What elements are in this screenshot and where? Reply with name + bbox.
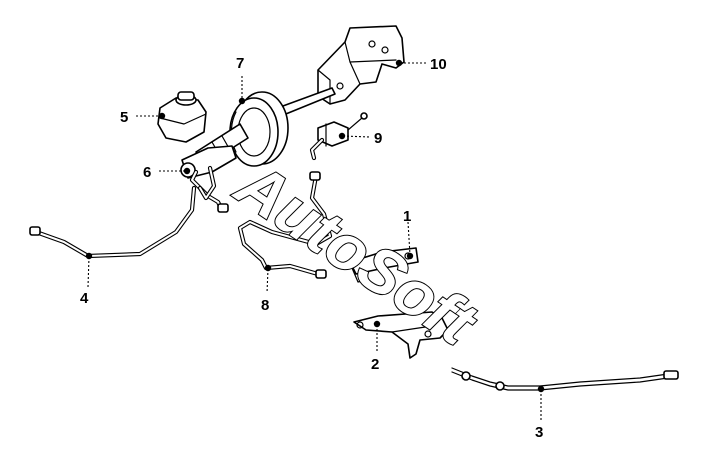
- callout-9: 9: [374, 130, 382, 147]
- watermark: AutoSoft: [223, 147, 491, 360]
- part-1-lever[interactable]: [349, 247, 419, 283]
- part-10-bracket[interactable]: [317, 25, 405, 105]
- callout-7: 7: [236, 55, 244, 72]
- callout-8: 8: [261, 297, 269, 314]
- callout-4: 4: [80, 290, 89, 307]
- part-5-reservoir[interactable]: [157, 91, 207, 143]
- callout-6: 6: [143, 164, 151, 181]
- part-4-brake-pipe[interactable]: [29, 185, 197, 259]
- callout-2: 2: [371, 356, 379, 373]
- callout-5: 5: [120, 109, 128, 126]
- callout-10: 10: [430, 56, 447, 73]
- callout-3: 3: [535, 424, 543, 441]
- part-9-switch[interactable]: [309, 112, 368, 161]
- part-3-cable[interactable]: [451, 367, 679, 391]
- callout-1: 1: [403, 208, 411, 225]
- callouts: 1 2 3 4 5 6 7 8 9 10: [80, 55, 545, 441]
